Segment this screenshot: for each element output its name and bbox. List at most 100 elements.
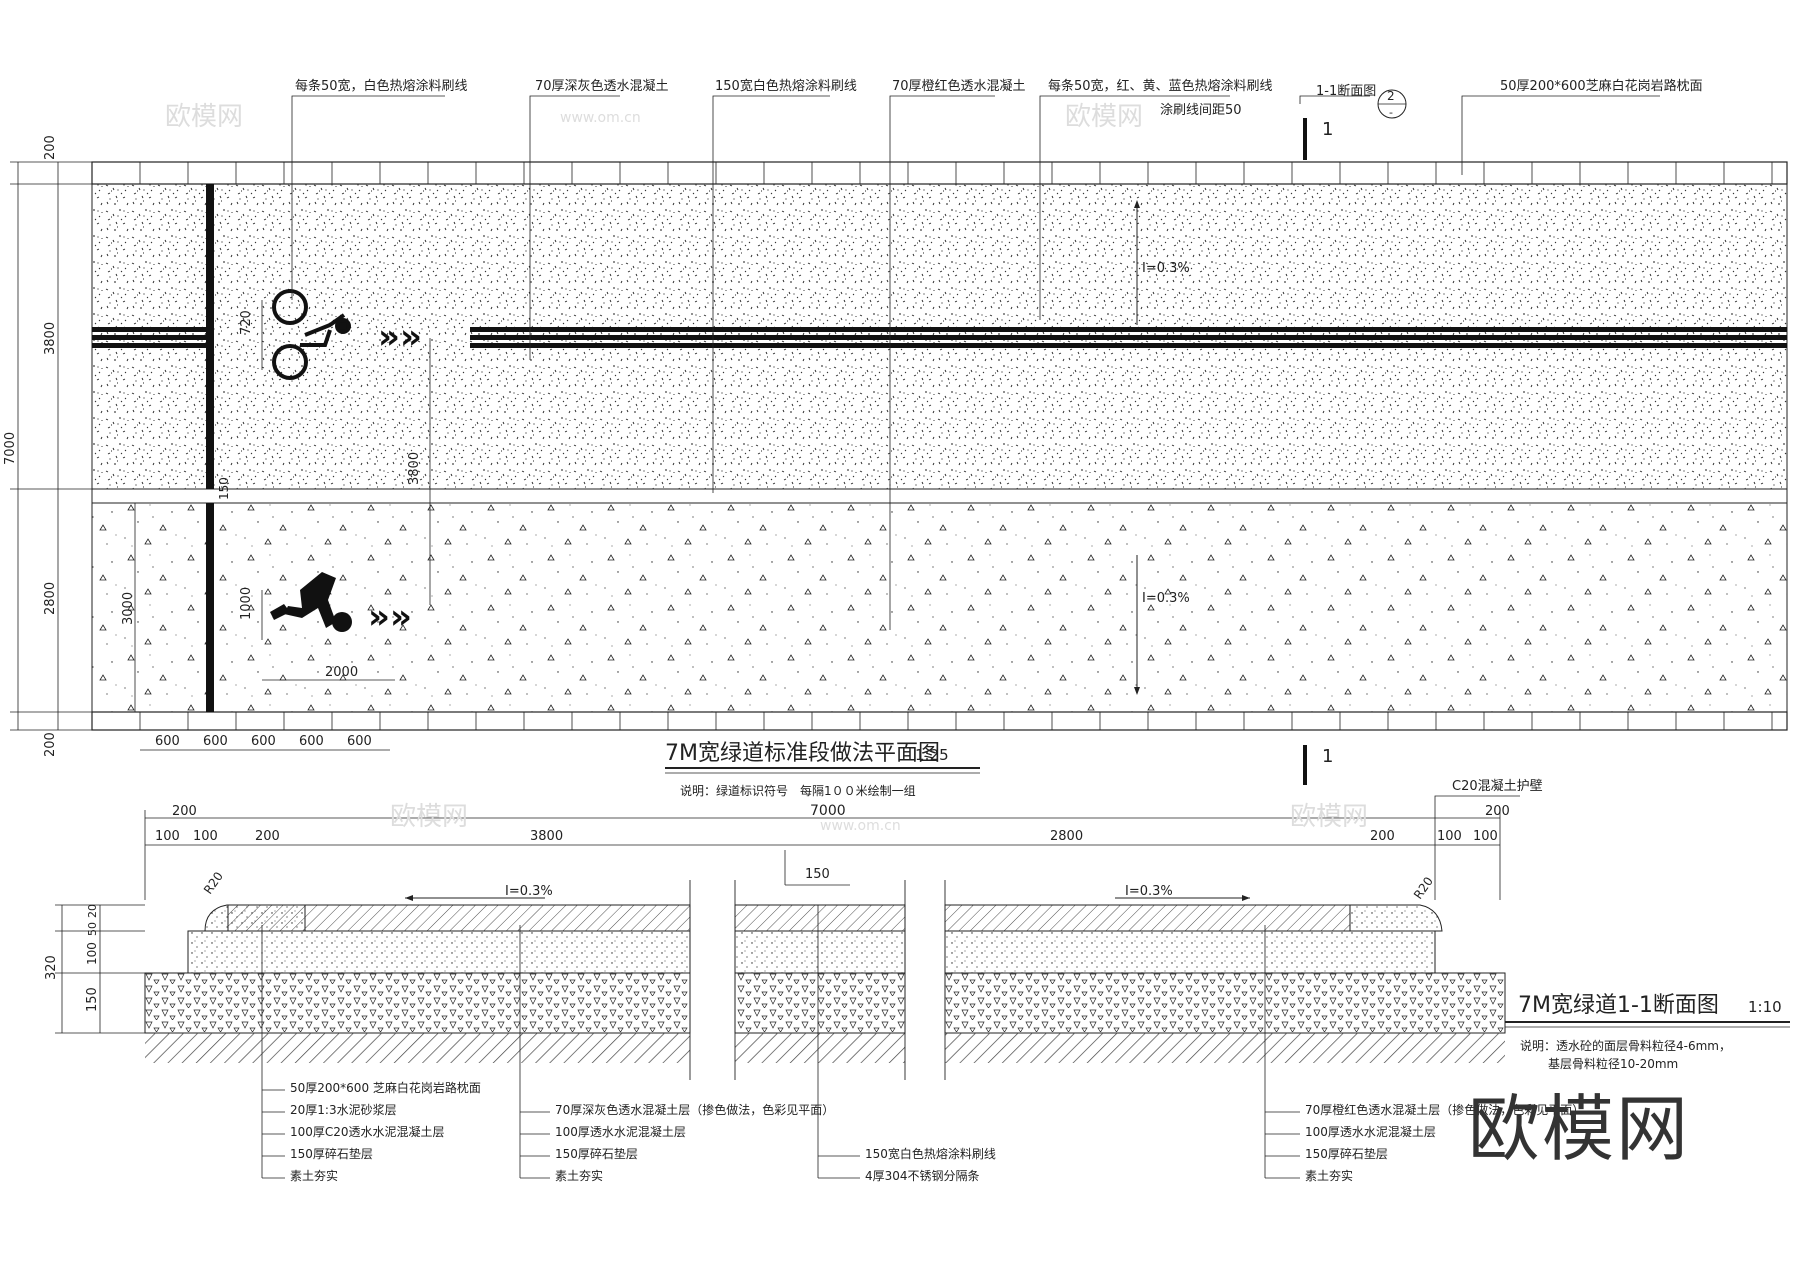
watermark-faint-4: 欧模网 [1290,802,1368,832]
section-cut-marker-top: 1-1断面图 2 - 1 [1299,84,1407,160]
watermark-url-2: www.om.cn [820,818,901,834]
section-left-block [144,904,691,1063]
callout-150-white: 150宽白色热熔涂料刷线 [715,78,857,94]
dim-sec-right-200: 200 [1370,829,1395,844]
dim-sec-white-line: 150 [805,867,830,882]
section-cut-number-top: 1 [1322,119,1333,140]
label-mid-1: 100厚透水水泥混凝土层 [555,1124,686,1139]
stop-line-lower [206,503,214,712]
plan-title: 7M宽绿道标准段做法平面图 [665,741,940,766]
section-ref-label: 1-1断面图 [1316,84,1376,99]
callout-granite: 50厚200*600芝麻白花岗岩路枕面 [1500,78,1703,94]
label-left-2: 100厚C20透水水泥混凝土层 [290,1124,445,1139]
dim-plan-top-curb: 200 [43,135,58,160]
plan-note: 说明：绿道标识符号 每隔1００米绘制一组 [680,783,916,798]
dim-sec-right-100b: 100 [1473,829,1498,844]
dim-plan-walk-lane: 2800 [43,582,58,615]
dim-section-total: 7000 [810,803,846,819]
dim-icon-bike: 720 [239,310,254,335]
callout-orange-red: 70厚橙红色透水混凝土 [892,78,1026,94]
section-ref-sheet: 2 [1387,89,1395,103]
dim-icon-spacing: 3800 [407,452,422,485]
callout-colour-lines: 每条50宽，红、黄、蓝色热熔涂料刷线 [1048,78,1273,94]
dim-sec-right-100a: 100 [1437,829,1462,844]
dim-600-4: 600 [299,734,324,749]
callout-dark-grey: 70厚深灰色透水混凝土 [535,78,669,94]
dim-plan-bottom-curb: 200 [43,732,58,757]
top-curb-strip [91,161,1788,185]
faint-watermarks: 欧模网 欧模网 欧模网 欧模网 www.om.cn www.om.cn [165,102,1368,834]
label-mid-3: 素土夯实 [555,1168,603,1183]
label-mid-2: 150厚碎石垫层 [555,1146,638,1161]
dim-plan-walk-inner: 3000 [121,592,136,625]
radius-right: R20 [1411,874,1436,901]
label-center-0: 150宽白色热熔涂料刷线 [865,1146,996,1161]
section-note-1: 说明：透水砼的面层骨料粒径4-6mm， [1520,1038,1731,1053]
radius-left: R20 [201,869,226,896]
section-break-lines [689,880,946,1080]
section-right-block [944,904,1506,1063]
section-slope-right: I=0.3% [1125,884,1173,899]
dim-sec-left-100a: 100 [155,829,180,844]
section-cut-marker-bottom: 1 [1303,745,1333,785]
section-slope-left: I=0.3% [505,884,553,899]
label-right-0: 70厚橙红色透水混凝土层（掺色做法，色彩见平面） [1305,1102,1584,1117]
dim-icon-walker: 1000 [239,587,254,620]
dim-600-5: 600 [347,734,372,749]
section-title: 7M宽绿道1-1断面图 [1518,993,1719,1018]
label-right-2: 150厚碎石垫层 [1305,1146,1388,1161]
plan-view: »» »» 720 3800 1000 2000 150 I=0.3% I=0.… [3,78,1788,798]
section-scale: 1:10 [1748,998,1782,1016]
dim-sec-left-100b: 100 [193,829,218,844]
plan-callout-leaders [291,95,1660,630]
label-right-1: 100厚透水水泥混凝土层 [1305,1124,1436,1139]
slope-lower: I=0.3% [1142,591,1190,606]
bicycle-icon [272,289,351,380]
top-curb-joints [139,162,1773,184]
label-right-3: 素土夯实 [1305,1168,1353,1183]
pedestrian-icon [270,572,352,632]
icon-dim-lines [261,300,431,681]
section-left-leaders [261,905,1300,1179]
section-left-dim-lines [55,904,145,1034]
dim-sec-granite: 50 [86,922,99,936]
dim-plan-cycle-lane: 3800 [43,322,58,355]
dim-line-width: 150 [217,477,231,500]
label-center-1: 4厚304不锈钢分隔条 [865,1169,980,1183]
dim-icon-length: 2000 [325,665,358,680]
dim-sec-total-depth: 320 [44,955,59,980]
slope-upper: I=0.3% [1142,261,1190,276]
dim-sec-cycle: 3800 [530,829,563,844]
centre-triple-stripes [92,327,1787,348]
section-note-2: 基层骨料粒径10-20mm [1548,1056,1678,1071]
white-separation-line [91,488,1788,504]
watermark-faint-3: 欧模网 [390,802,468,832]
pedestrian-direction-chevrons: »» [368,597,412,637]
dim-sec-right-200-top: 200 [1485,804,1510,819]
dim-600-3: 600 [251,734,276,749]
watermark-logo: 欧模网 [1467,1087,1690,1171]
plan-scale: 1:25 [915,746,949,764]
callout-white-lines: 每条50宽，白色热熔涂料刷线 [295,78,468,94]
stop-line-upper [206,184,214,489]
dim-sec-walk: 2800 [1050,829,1083,844]
label-left-3: 150厚碎石垫层 [290,1146,373,1161]
label-left-0: 50厚200*600 芝麻白花岗岩路枕面 [290,1080,481,1095]
watermark-faint-1: 欧模网 [165,102,243,132]
bicycle-direction-chevrons: »» [378,317,422,357]
dim-sec-left-200-top: 200 [172,804,197,819]
label-left-4: 素土夯实 [290,1168,338,1183]
section-top-dim-lines [144,810,1501,900]
dim-600-2: 600 [203,734,228,749]
dim-sec-gravel: 150 [85,987,100,1012]
dim-sec-left-200: 200 [255,829,280,844]
dim-plan-total: 7000 [3,432,18,465]
curb-label: C20混凝土护壁 [1452,778,1543,794]
plan-left-dim-lines [10,161,136,731]
section-view: 7000 200 100 100 200 3800 2800 200 100 1… [44,778,1790,1183]
section-ref-detail: - [1389,106,1393,119]
label-mid-0: 70厚深灰色透水混凝土层（掺色做法，色彩见平面） [555,1102,834,1117]
callout-line-spacing: 涂刷线间距50 [1160,102,1242,118]
label-left-1: 20厚1:3水泥砂浆层 [290,1102,397,1117]
